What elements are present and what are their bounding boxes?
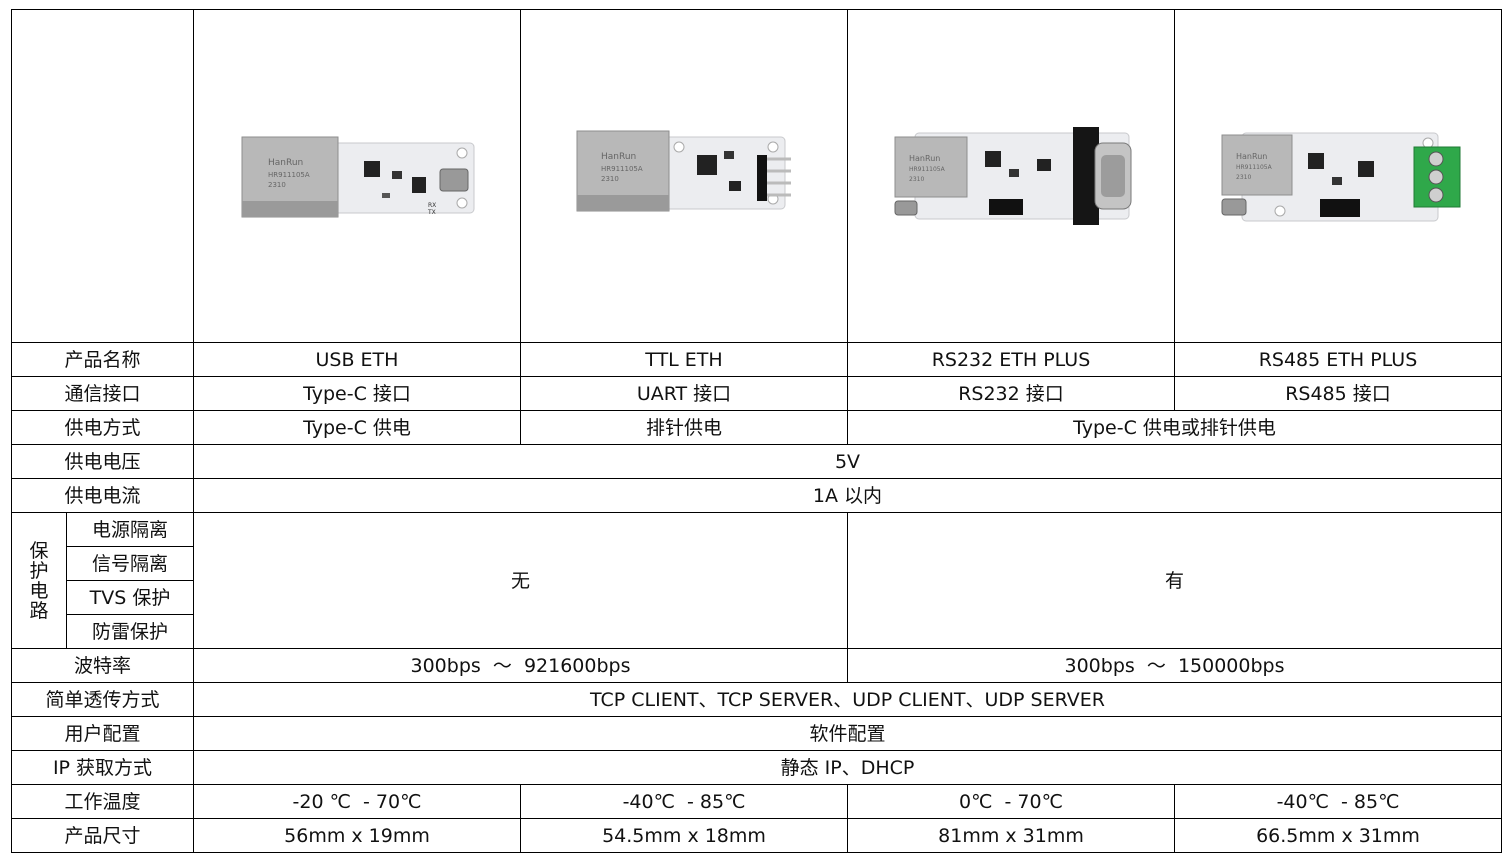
row-power-isolation: 保 护 电 路 电源隔离 无 有: [11, 512, 1502, 649]
row-size: 产品尺寸 56mm x 19mm 54.5mm x 18mm 81mm x 31…: [11, 818, 1502, 853]
label-tvs-protection: TVS 保护: [66, 580, 194, 615]
cell-size-ttl-eth: 54.5mm x 18mm: [520, 818, 848, 853]
protection-char-1: 保: [29, 539, 49, 562]
row-tvs-protection: TVS 保护: [12, 580, 1502, 615]
product-image-usb-eth: HanRun HR911105A 2310 RX TX: [193, 9, 521, 343]
cell-supply-current: 1A 以内: [193, 478, 1502, 513]
corner-cell: [11, 9, 194, 343]
cell-name-rs485: RS485 ETH PLUS: [1174, 342, 1502, 377]
row-power-method: 供电方式 Type-C 供电 排针供电 Type-C 供电或排针供电: [11, 410, 1502, 445]
label-signal-isolation: 信号隔离: [66, 546, 194, 581]
row-comm-interface: 通信接口 Type-C 接口 UART 接口 RS232 接口 RS485 接口: [11, 376, 1502, 411]
ttl-eth-board-image: HanRun HR911105A 2310: [576, 130, 791, 212]
label-lightning-protection: 防雷保护: [66, 614, 194, 649]
protection-char-4: 路: [29, 599, 49, 622]
label-size: 产品尺寸: [11, 818, 194, 853]
chip-text-brand: HanRun: [909, 154, 940, 163]
chip-text-brand: HanRun: [601, 152, 636, 162]
cell-temp-rs232: 0℃ - 70℃: [847, 784, 1175, 819]
protection-char-3: 电: [29, 579, 49, 602]
label-work-temp: 工作温度: [11, 784, 194, 819]
product-image-rs232-eth-plus: HanRun HR911105A 2310: [847, 9, 1175, 343]
cell-interface-rs232: RS232 接口: [847, 376, 1175, 411]
label-product-name: 产品名称: [11, 342, 194, 377]
chip-text-lot: 2310: [909, 176, 924, 183]
label-ip-method: IP 获取方式: [11, 750, 194, 785]
chip-text-model: HR911105A: [268, 171, 310, 179]
label-supply-voltage: 供电电压: [11, 444, 194, 479]
row-ip-method: IP 获取方式 静态 IP、DHCP: [11, 750, 1502, 785]
label-power-isolation: 电源隔离: [66, 512, 194, 547]
chip-text-model: HR911105A: [1236, 164, 1273, 171]
silk-tx: TX: [427, 209, 436, 216]
cell-temp-rs485: -40℃ - 85℃: [1174, 784, 1502, 819]
chip-text-model: HR911105A: [601, 165, 643, 173]
rs232-eth-board-image: HanRun HR911105A 2310: [894, 127, 1132, 225]
cell-name-rs232: RS232 ETH PLUS: [847, 342, 1175, 377]
cell-power-ttl: 排针供电: [520, 410, 848, 445]
cell-baud-plus: 300bps ～ 150000bps: [847, 648, 1502, 683]
label-power-method: 供电方式: [11, 410, 194, 445]
chip-text-brand: HanRun: [268, 158, 303, 168]
chip-text-model: HR911105A: [909, 166, 946, 173]
row-lightning-protection: 防雷保护: [12, 614, 1502, 649]
label-user-config: 用户配置: [11, 716, 194, 751]
cell-temp-usb-eth: -20 ℃ - 70℃: [193, 784, 521, 819]
silk-rx: RX: [428, 202, 436, 209]
rs485-eth-board-image: HanRun HR911105A 2310: [1221, 132, 1461, 222]
cell-power-plus: Type-C 供电或排针供电: [847, 410, 1502, 445]
cell-interface-usb-eth: Type-C 接口: [193, 376, 521, 411]
product-image-rs485-eth-plus: HanRun HR911105A 2310: [1174, 9, 1502, 343]
cell-interface-ttl-eth: UART 接口: [520, 376, 848, 411]
product-image-ttl-eth: HanRun HR911105A 2310: [520, 9, 848, 343]
label-protection-circuit: 保 护 电 路: [11, 512, 67, 649]
cell-size-rs232: 81mm x 31mm: [847, 818, 1175, 853]
row-transparent-mode: 简单透传方式 TCP CLIENT、TCP SERVER、UDP CLIENT、…: [11, 682, 1502, 717]
usb-eth-board-image: HanRun HR911105A 2310 RX TX: [241, 136, 475, 218]
cell-baud-basic: 300bps ～ 921600bps: [193, 648, 848, 683]
image-row: HanRun HR911105A 2310 RX TX: [11, 9, 1502, 343]
chip-text-lot: 2310: [1236, 174, 1251, 181]
cell-interface-rs485: RS485 接口: [1174, 376, 1502, 411]
label-supply-current: 供电电流: [11, 478, 194, 513]
row-user-config: 用户配置 软件配置: [11, 716, 1502, 751]
label-baud-rate: 波特率: [11, 648, 194, 683]
cell-user-config: 软件配置: [193, 716, 1502, 751]
chip-text-lot: 2310: [601, 175, 619, 183]
cell-name-ttl-eth: TTL ETH: [520, 342, 848, 377]
row-supply-voltage: 供电电压 5V: [11, 444, 1502, 479]
row-work-temp: 工作温度 -20 ℃ - 70℃ -40℃ - 85℃ 0℃ - 70℃ -40…: [11, 784, 1502, 819]
cell-supply-voltage: 5V: [193, 444, 1502, 479]
row-product-name: 产品名称 USB ETH TTL ETH RS232 ETH PLUS RS48…: [11, 342, 1502, 377]
cell-power-usb: Type-C 供电: [193, 410, 521, 445]
cell-temp-ttl-eth: -40℃ - 85℃: [520, 784, 848, 819]
row-baud-rate: 波特率 300bps ～ 921600bps 300bps ～ 150000bp…: [11, 648, 1502, 683]
cell-transparent-mode: TCP CLIENT、TCP SERVER、UDP CLIENT、UDP SER…: [193, 682, 1502, 717]
cell-size-usb-eth: 56mm x 19mm: [193, 818, 521, 853]
cell-ip-method: 静态 IP、DHCP: [193, 750, 1502, 785]
protection-char-2: 护: [29, 559, 49, 582]
cell-size-rs485: 66.5mm x 31mm: [1174, 818, 1502, 853]
cell-protection-plus: 有: [847, 512, 1502, 649]
label-transparent-mode: 简单透传方式: [11, 682, 194, 717]
cell-name-usb-eth: USB ETH: [193, 342, 521, 377]
cell-protection-basic: 无: [193, 512, 848, 649]
spec-table: HanRun HR911105A 2310 RX TX: [11, 9, 1502, 853]
chip-text-lot: 2310: [268, 181, 286, 189]
row-signal-isolation: 信号隔离: [12, 546, 1502, 581]
row-supply-current: 供电电流 1A 以内: [11, 478, 1502, 513]
chip-text-brand: HanRun: [1236, 152, 1267, 161]
label-comm-interface: 通信接口: [11, 376, 194, 411]
